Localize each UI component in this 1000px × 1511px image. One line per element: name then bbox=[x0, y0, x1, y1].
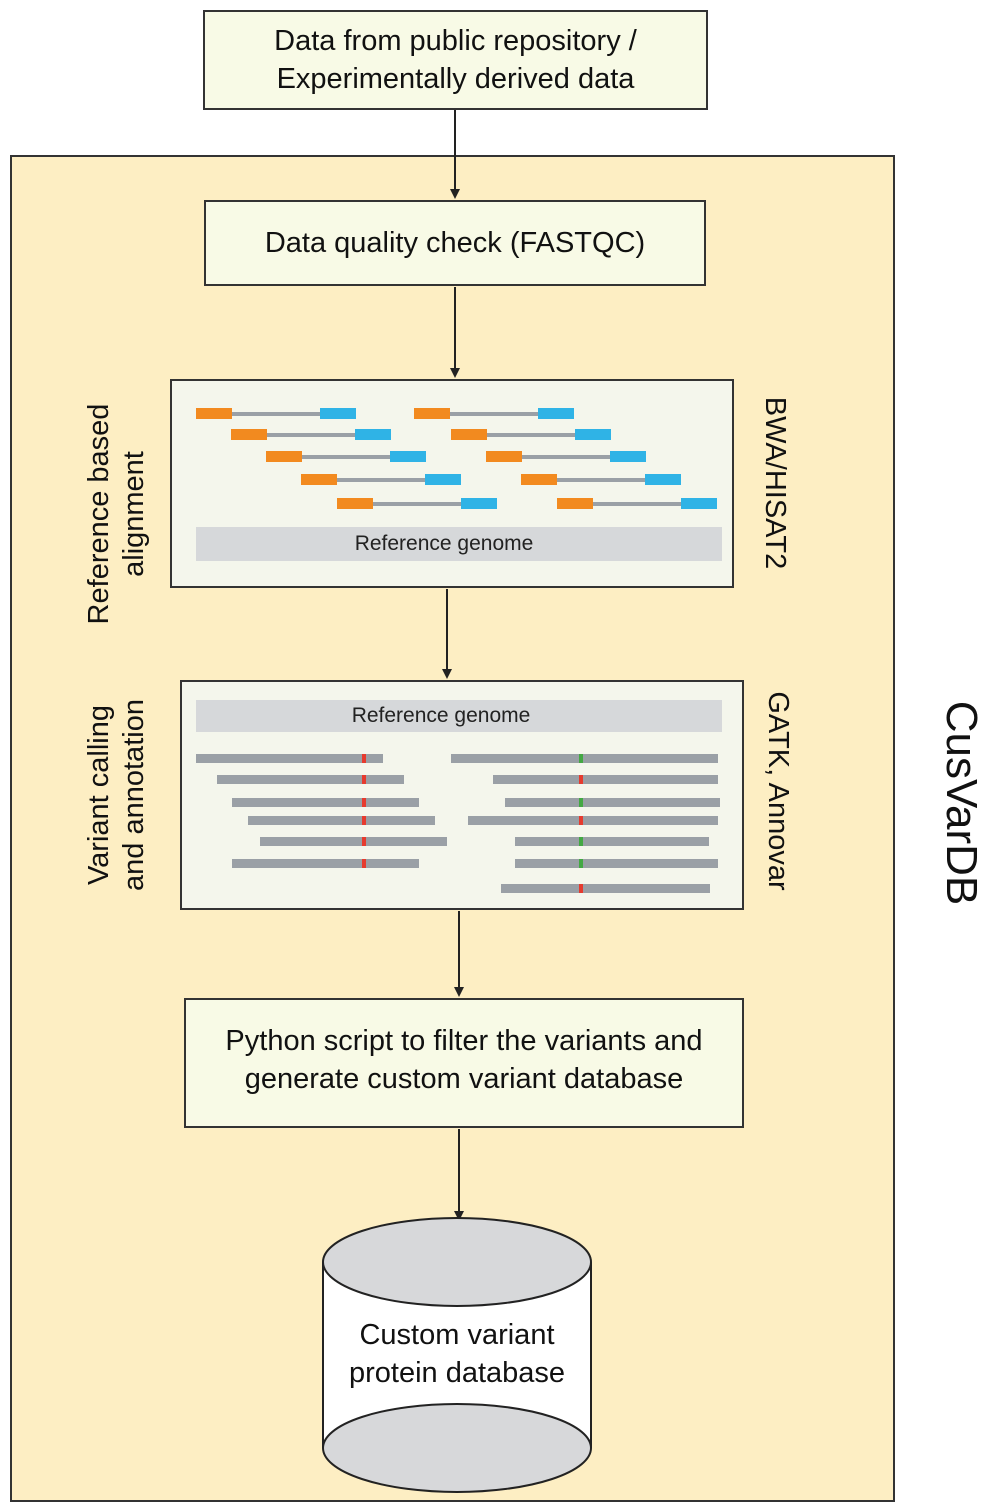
variant-reference-genome-bar bbox=[196, 700, 722, 732]
aligned-read-head bbox=[196, 408, 232, 419]
aligned-read-body bbox=[593, 502, 681, 506]
variant-mark bbox=[362, 798, 366, 807]
database-label-line1: Custom variant bbox=[359, 1319, 555, 1351]
aligned-read-body bbox=[232, 412, 320, 416]
aligned-read-body bbox=[450, 412, 538, 416]
aligned-read-head bbox=[266, 451, 302, 462]
variant-side-label: Variant calling and annotation bbox=[83, 699, 150, 891]
aligned-read-head bbox=[231, 429, 267, 440]
variant-mark bbox=[362, 816, 366, 825]
variant-mark bbox=[362, 837, 366, 846]
variant-read bbox=[515, 837, 709, 846]
alignment-reads bbox=[196, 408, 717, 509]
alignment-side-label: Reference based alignment bbox=[83, 403, 150, 625]
variant-read bbox=[196, 754, 383, 763]
variant-mark bbox=[579, 859, 583, 868]
aligned-read-tail bbox=[610, 451, 646, 462]
variant-read bbox=[493, 775, 718, 784]
filter-script-line1: Python script to filter the variants and bbox=[225, 1025, 703, 1057]
aligned-read-body bbox=[337, 478, 425, 482]
variant-read bbox=[468, 816, 718, 825]
aligned-read-head bbox=[521, 474, 557, 485]
alignment-reference-genome-bar bbox=[196, 527, 722, 561]
aligned-read-body bbox=[302, 455, 390, 459]
aligned-read-tail bbox=[575, 429, 611, 440]
aligned-read-body bbox=[373, 502, 461, 506]
aligned-read-body bbox=[267, 433, 355, 437]
variant-read bbox=[260, 837, 447, 846]
quality-check-box: Data quality check (FASTQC) bbox=[204, 200, 706, 286]
variant-read bbox=[505, 798, 720, 807]
variant-mark bbox=[362, 754, 366, 763]
variant-read bbox=[232, 859, 419, 868]
variant-mark bbox=[579, 884, 583, 893]
variant-tool-label: GATK, Annovar bbox=[762, 691, 794, 891]
aligned-read-head bbox=[486, 451, 522, 462]
quality-check-label: Data quality check (FASTQC) bbox=[264, 227, 646, 259]
variant-mark bbox=[579, 837, 583, 846]
aligned-read-tail bbox=[538, 408, 574, 419]
aligned-read-body bbox=[487, 433, 575, 437]
pipeline-title: CusVarDB bbox=[937, 700, 986, 906]
aligned-read-tail bbox=[355, 429, 391, 440]
variant-mark bbox=[362, 775, 366, 784]
aligned-read-body bbox=[557, 478, 645, 482]
variant-mark bbox=[579, 816, 583, 825]
variant-read bbox=[232, 798, 419, 807]
filter-script-line2: generate custom variant database bbox=[244, 1063, 684, 1095]
input-data-box: Data from public repository / Experiment… bbox=[203, 10, 708, 110]
variant-read bbox=[248, 816, 435, 825]
alignment-reference-genome-label: Reference genome bbox=[355, 532, 534, 555]
database-label-line2: protein database bbox=[348, 1357, 566, 1389]
aligned-read-head bbox=[451, 429, 487, 440]
aligned-read-head bbox=[414, 408, 450, 419]
input-data-line2: Experimentally derived data bbox=[276, 63, 635, 95]
variant-mark bbox=[579, 754, 583, 763]
database-cylinder bbox=[322, 1217, 592, 1493]
variant-reads bbox=[196, 754, 720, 893]
variant-mark bbox=[579, 798, 583, 807]
aligned-read-tail bbox=[390, 451, 426, 462]
variant-read bbox=[451, 754, 718, 763]
filter-script-box: Python script to filter the variants and… bbox=[184, 998, 744, 1128]
input-data-line1: Data from public repository / bbox=[274, 25, 637, 57]
aligned-read-tail bbox=[461, 498, 497, 509]
alignment-tool-label: BWA/HISAT2 bbox=[759, 396, 791, 570]
variant-read bbox=[515, 859, 718, 868]
variant-mark bbox=[579, 775, 583, 784]
aligned-read-tail bbox=[645, 474, 681, 485]
variant-read bbox=[501, 884, 710, 893]
aligned-read-body bbox=[522, 455, 610, 459]
aligned-read-head bbox=[301, 474, 337, 485]
variant-reference-genome-label: Reference genome bbox=[352, 704, 531, 727]
aligned-read-head bbox=[557, 498, 593, 509]
aligned-read-tail bbox=[425, 474, 461, 485]
variant-read bbox=[217, 775, 404, 784]
aligned-read-head bbox=[337, 498, 373, 509]
variant-mark bbox=[362, 859, 366, 868]
aligned-read-tail bbox=[681, 498, 717, 509]
aligned-read-tail bbox=[320, 408, 356, 419]
